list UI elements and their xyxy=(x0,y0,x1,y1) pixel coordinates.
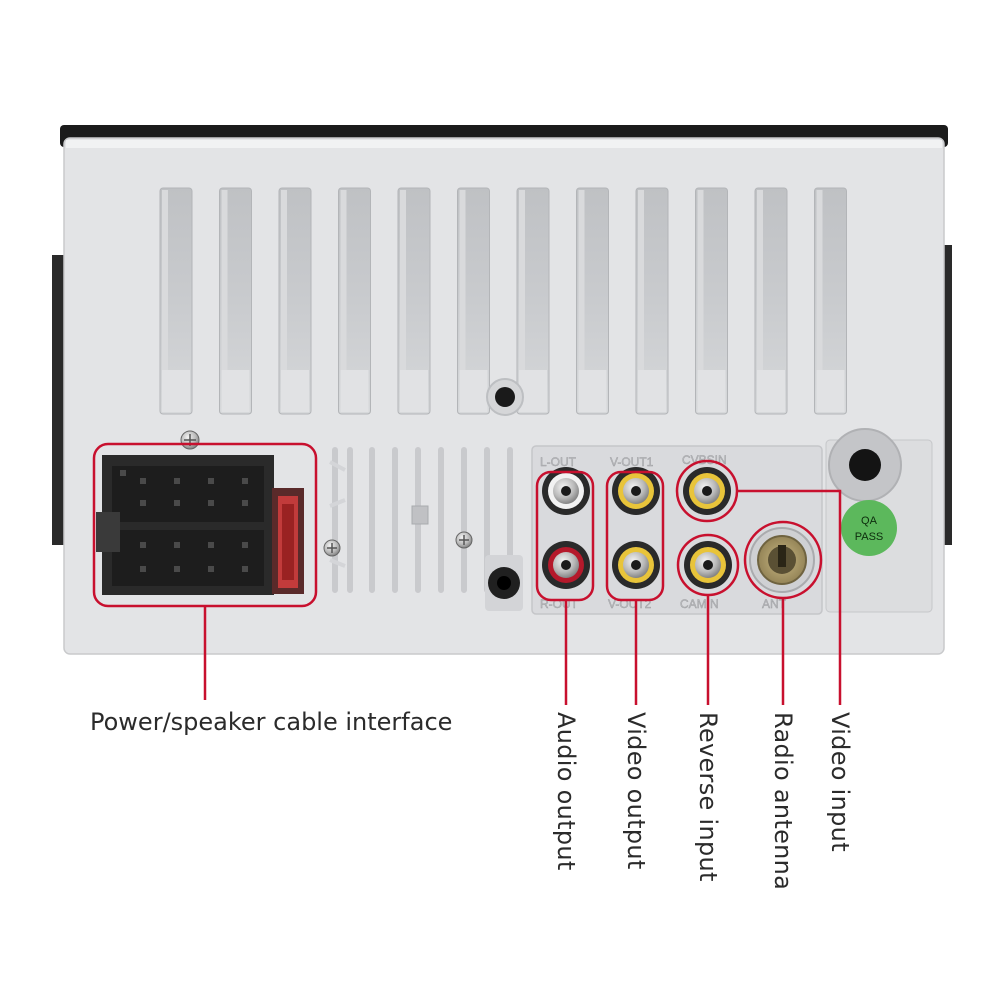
ground-screw xyxy=(180,430,200,450)
pin xyxy=(140,478,146,484)
vent-slot xyxy=(159,187,193,415)
callout-label-video-output: Video output xyxy=(622,712,650,870)
vent-slot xyxy=(397,187,431,415)
vent-slot xyxy=(814,187,847,415)
callout-label-video-input: Video input xyxy=(826,712,854,852)
rca-v-out2 xyxy=(612,541,660,589)
pin xyxy=(174,478,180,484)
label-v-out1: V-OUT1 xyxy=(610,455,654,469)
pin xyxy=(242,542,248,548)
pin xyxy=(208,566,214,572)
vent-slot xyxy=(754,187,788,415)
aux-jack xyxy=(485,555,523,611)
pin xyxy=(242,500,248,506)
label-cam-in: CAMIN xyxy=(680,597,719,611)
mount-hole xyxy=(486,378,524,416)
label-l-out: L-OUT xyxy=(540,455,577,469)
iso-power-connector xyxy=(96,455,304,595)
pin xyxy=(174,500,180,506)
vent-slot xyxy=(219,187,252,415)
pin xyxy=(242,478,248,484)
callout-label-reverse-input: Reverse input xyxy=(694,712,722,882)
pin xyxy=(174,542,180,548)
rca-r-out xyxy=(542,541,590,589)
pin xyxy=(120,470,126,476)
vent-slot xyxy=(457,187,490,415)
callout-label-radio-antenna: Radio antenna xyxy=(769,712,797,891)
vent-slot xyxy=(635,187,669,415)
qa-pass-sticker: QA PASS xyxy=(841,500,897,556)
antenna-socket xyxy=(749,527,815,593)
pin xyxy=(208,478,214,484)
vent-slot xyxy=(338,187,371,415)
vent-slot xyxy=(695,187,728,415)
rca-v-out1 xyxy=(612,467,660,515)
pin xyxy=(140,500,146,506)
pin xyxy=(208,500,214,506)
callout-lines xyxy=(92,442,842,705)
callout-label-power: Power/speaker cable interface xyxy=(90,708,453,736)
pin xyxy=(140,542,146,548)
rca-cam-in xyxy=(684,541,732,589)
pin xyxy=(174,566,180,572)
svg-text:QA: QA xyxy=(861,515,878,527)
rca-cvbs-in xyxy=(683,467,731,515)
callout-label-audio-output: Audio output xyxy=(552,712,580,871)
pin xyxy=(242,566,248,572)
vent-slot xyxy=(576,187,609,415)
vent-slot xyxy=(278,187,312,415)
av-panel xyxy=(531,445,823,615)
svg-text:PASS: PASS xyxy=(855,531,884,543)
rca-l-out xyxy=(542,467,590,515)
pin xyxy=(140,566,146,572)
vent-slot xyxy=(516,187,550,415)
label-ant: ANT xyxy=(762,597,787,611)
cooling-vents xyxy=(159,187,847,415)
callout-line-video-in xyxy=(737,489,842,705)
pin xyxy=(208,542,214,548)
